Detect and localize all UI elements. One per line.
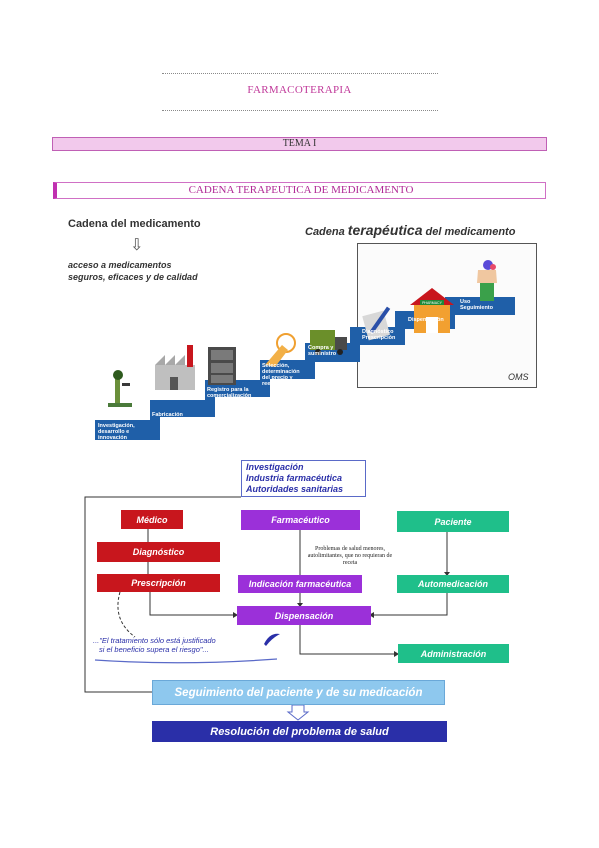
filing-cabinet-icon	[208, 347, 236, 385]
step-label-6: Diagnóstico Prescripción	[362, 329, 396, 341]
quote-underline	[94, 658, 278, 664]
step-label-7: Dispensación	[408, 317, 444, 323]
left-chain-subtitle-1: acceso a medicamentos	[68, 260, 172, 270]
quote-line-2: si el beneficio supera el riesgo"...	[99, 645, 209, 654]
quote-box: ..."El tratamiento sólo está justificado…	[93, 636, 279, 664]
right-chain-title: Cadena terapéutica del medicamento	[305, 222, 515, 238]
resolucion-box: Resolución del problema de salud	[152, 721, 447, 742]
pharmacy-icon	[410, 288, 454, 333]
stair-graphic: PHARMACY	[95, 260, 515, 440]
step-label-3: Registro para la comercialización	[207, 387, 252, 399]
page-title: FARMACOTERAPIA	[247, 84, 352, 96]
section-heading: CADENA TERAPEUTICA DE MEDICAMENTO	[53, 182, 546, 199]
step-label-4: Selección, determinación del precio y re…	[262, 363, 300, 387]
tema-heading: TEMA I	[52, 137, 547, 151]
prescription-pen-icon	[362, 306, 391, 341]
origin-line-3: Autoridades sanitarias	[246, 484, 344, 494]
origin-line-2: Industria farmacéutica	[246, 473, 343, 483]
down-arrow-icon: ⇩	[130, 235, 144, 254]
hand-touch-icon	[265, 333, 296, 367]
diagnostico-box: Diagnóstico	[97, 542, 220, 562]
origin-box: Investigación Industria farmacéutica Aut…	[241, 460, 366, 497]
step-label-2: Fabricación	[152, 412, 183, 418]
step-label-5: Compra y suministro	[308, 345, 337, 357]
medico-box: Médico	[121, 510, 183, 529]
paciente-box: Paciente	[397, 511, 509, 532]
automedicacion-box: Automedicación	[397, 575, 509, 593]
quill-icon	[264, 633, 280, 646]
microscope-icon	[108, 370, 132, 407]
pharmacy-sign: PHARMACY	[422, 301, 443, 305]
factory-icon	[155, 345, 195, 390]
step-label-1: Investigación, desarrollo e innovación	[98, 423, 135, 441]
truck-icon	[310, 330, 347, 355]
origin-line-1: Investigación	[246, 462, 304, 472]
chain-figure: Cadena del medicamento ⇩ acceso a medica…	[60, 205, 540, 460]
right-title-post: del medicamento	[422, 226, 516, 238]
left-chain-title: Cadena del medicamento	[68, 218, 201, 230]
oms-label: OMS	[508, 372, 529, 382]
administracion-box: Administración	[398, 644, 509, 663]
left-chain-subtitle-2: seguros, eficaces y de calidad	[68, 272, 198, 282]
step-label-8: Uso Seguimiento	[460, 299, 494, 311]
right-title-bold: terapéutica	[347, 222, 423, 238]
down-hollow-arrow	[286, 704, 310, 721]
seguimiento-box: Seguimiento del paciente y de su medicac…	[152, 680, 445, 705]
right-title-pre: Cadena	[305, 226, 348, 238]
indicacion-box: Indicación farmacéutica	[238, 575, 362, 593]
top-dotted-rule	[162, 73, 438, 74]
bottom-dotted-rule	[162, 110, 438, 111]
dispensacion-box: Dispensación	[237, 606, 371, 625]
problemas-note: Problemas de salud menores, autolimitant…	[307, 546, 393, 566]
farmaceutico-box: Farmacéutico	[241, 510, 360, 530]
stair-steps	[95, 297, 515, 440]
hand-pill-icon	[477, 260, 497, 301]
quote-line-1: ..."El tratamiento sólo está justificado	[93, 636, 216, 645]
prescripcion-box: Prescripción	[97, 574, 220, 592]
